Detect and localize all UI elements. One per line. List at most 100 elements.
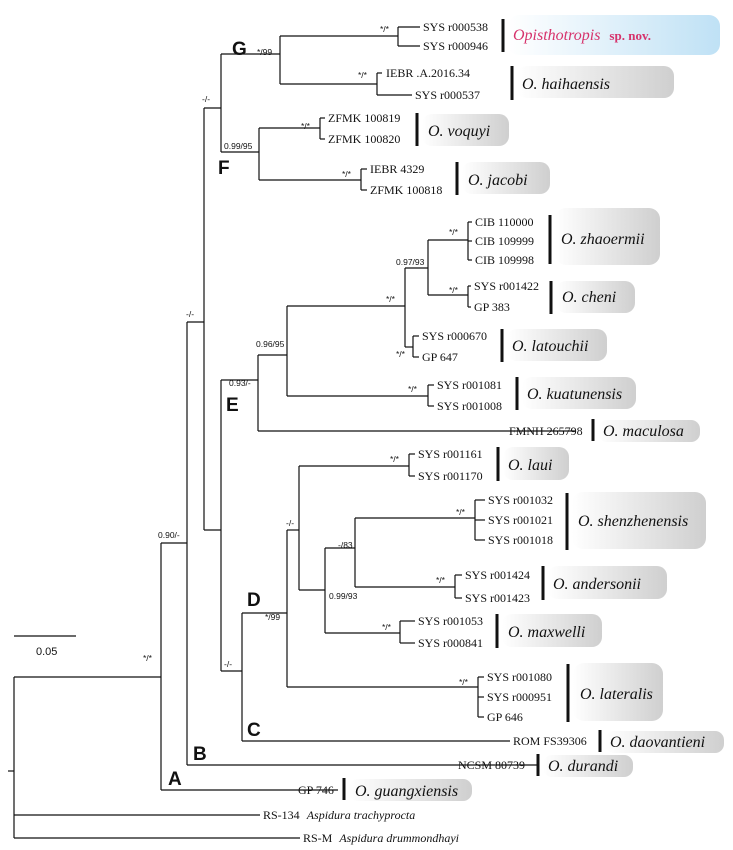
support-values: */* 0.90/- -/- -/- */99 0.99/95 */* */* … — [143, 24, 469, 687]
leaf-label: GP 383 — [474, 300, 510, 314]
clade-label-f: F — [218, 158, 230, 179]
leaf-label: GP 647 — [422, 350, 458, 364]
support-value: */* — [436, 575, 446, 585]
outgroup-id: RS-M — [303, 831, 333, 845]
outgroup-labels: RS-134 Aspidura trachyprocta RS-M Aspidu… — [263, 808, 459, 845]
species-name: O. shenzhenensis — [578, 513, 688, 530]
leaf-label: CIB 109998 — [475, 253, 534, 267]
outgroup-label: RS-134 Aspidura trachyprocta — [263, 808, 415, 822]
species-box — [548, 566, 667, 599]
species-name: O. voquyi — [428, 123, 490, 140]
species-name: O. maculosa — [603, 423, 684, 440]
leaf-label: SYS r001080 — [487, 670, 552, 684]
leaf-label: SYS r000951 — [487, 690, 552, 704]
support-value: 0.99/95 — [224, 141, 253, 151]
species-box — [522, 377, 636, 409]
leaf-label: NCSM 80739 — [458, 758, 525, 772]
leaf-label: GP 646 — [487, 710, 523, 724]
leaf-label: CIB 109999 — [475, 234, 534, 248]
species-box — [573, 663, 663, 721]
leaf-label: ZFMK 100819 — [328, 111, 400, 125]
species-box — [543, 755, 633, 777]
species-name: O. guangxiensis — [355, 783, 458, 800]
species-name: O. jacobi — [468, 172, 528, 189]
support-value: */* — [396, 349, 406, 359]
support-value: */* — [382, 622, 392, 632]
support-value: -/- — [224, 659, 232, 669]
clade-label-g: G — [232, 39, 247, 60]
species-name: O. latouchii — [512, 338, 588, 355]
support-value: 0.96/95 — [256, 339, 285, 349]
species-name: O. laui — [508, 457, 552, 474]
clade-letters: A B C D E F G — [168, 39, 261, 790]
leaf-label: SYS r001170 — [418, 469, 483, 483]
support-value: -/- — [286, 518, 294, 528]
outgroup-name: Aspidura trachyprocta — [306, 808, 416, 822]
support-value: 0.97/93 — [396, 257, 425, 267]
clade-label-d: D — [247, 590, 261, 611]
leaf-label: SYS r001032 — [488, 493, 553, 507]
leaf-label: SYS r001161 — [418, 447, 483, 461]
support-value: */99 — [265, 612, 280, 622]
support-value: */* — [449, 285, 459, 295]
species-annotations: Opisthotropis sp. nov. O. haihaensis O. … — [342, 15, 724, 801]
species-box — [349, 779, 472, 801]
clade-label-b: B — [193, 744, 207, 765]
leaf-label: SYS r001424 — [465, 568, 530, 582]
leaf-label: ZFMK 100820 — [328, 132, 400, 146]
support-value: */* — [358, 70, 368, 80]
leaf-label: CIB 110000 — [475, 215, 534, 229]
leaf-label: FMNH 265798 — [509, 424, 583, 438]
leaf-label: SYS r001422 — [474, 279, 539, 293]
leaf-label: GP 746 — [298, 783, 334, 797]
leaf-label: SYS r001021 — [488, 513, 553, 527]
support-value: */* — [342, 169, 352, 179]
support-value: 0.93/- — [229, 378, 251, 388]
outgroup-label: RS-M Aspidura drummondhayi — [303, 831, 459, 845]
species-name: O. lateralis — [580, 686, 653, 703]
clade-label-e: E — [226, 395, 239, 416]
support-value: */* — [390, 454, 400, 464]
leaf-label: IEBR .A.2016.34 — [386, 66, 470, 80]
species-box-new — [508, 15, 720, 55]
support-value: -/83 — [338, 540, 353, 550]
outgroup-id: RS-134 — [263, 808, 300, 822]
support-value: */* — [456, 507, 466, 517]
species-name: O. kuatunensis — [527, 386, 622, 403]
species-box — [507, 329, 607, 361]
species-suffix: sp. nov. — [609, 28, 651, 43]
species-name: O. daovantieni — [610, 734, 705, 751]
leaf-label: SYS r000670 — [422, 329, 487, 343]
support-value: */* — [143, 653, 153, 663]
support-value: */99 — [257, 47, 272, 57]
species-box — [605, 731, 724, 753]
leaf-label: ROM FS39306 — [513, 734, 587, 748]
leaf-label: SYS r000538 — [423, 20, 488, 34]
species-name: O. haihaensis — [522, 76, 610, 93]
leaf-label: SYS r001008 — [437, 399, 502, 413]
leaf-label: SYS r000841 — [418, 636, 483, 650]
leaf-label: SYS r001018 — [488, 533, 553, 547]
support-value: */* — [408, 384, 418, 394]
species-box — [462, 162, 550, 194]
species-name: O. zhaoermii — [561, 231, 645, 248]
species-box — [503, 447, 569, 480]
species-box — [502, 614, 602, 647]
leaf-label: IEBR 4329 — [370, 162, 424, 176]
support-value: 0.90/- — [158, 530, 180, 540]
species-box — [422, 114, 509, 146]
leaf-label: SYS r000946 — [423, 39, 488, 53]
leaf-label: SYS r001053 — [418, 614, 483, 628]
species-genus: Opisthotropis — [513, 27, 600, 44]
support-value: */* — [380, 24, 390, 34]
leaf-label: ZFMK 100818 — [370, 183, 442, 197]
species-name: O. maxwelli — [508, 624, 585, 641]
support-value: -/- — [186, 309, 194, 319]
support-value: */* — [449, 227, 459, 237]
leaf-label: SYS r001423 — [465, 591, 530, 605]
outgroup-name: Aspidura drummondhayi — [338, 831, 459, 845]
species-name: O. cheni — [562, 289, 616, 306]
species-name: O. durandi — [548, 758, 618, 775]
support-value: */* — [386, 294, 396, 304]
